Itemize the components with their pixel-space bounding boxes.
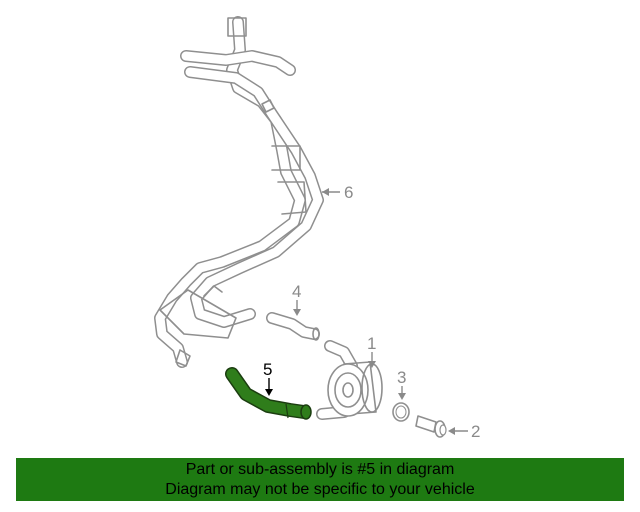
part-1-oil-cooler[interactable]	[316, 340, 383, 420]
part-2-bolt[interactable]	[415, 415, 447, 438]
callout-6-arrow	[322, 188, 329, 196]
callout-1-arrow	[368, 361, 376, 368]
callout-5-arrow	[265, 389, 273, 396]
callout-2-label: 2	[471, 422, 480, 441]
callout-2-arrow	[448, 427, 455, 435]
banner-line-1: Part or sub-assembly is #5 in diagram	[185, 461, 455, 478]
banner-line-2: Diagram may not be specific to your vehi…	[165, 481, 475, 498]
callout-4-label: 4	[292, 282, 301, 301]
callout-6-label: 6	[344, 183, 353, 202]
callout-3-label: 3	[397, 368, 406, 387]
part-4-hose[interactable]	[266, 312, 320, 341]
info-banner: Part or sub-assembly is #5 in diagram Di…	[16, 458, 624, 501]
part-6-cooler-tube-assembly[interactable]	[154, 16, 324, 368]
callout-1-label: 1	[367, 334, 376, 353]
callout-4-arrow	[293, 309, 301, 316]
part-3-o-ring[interactable]	[392, 402, 410, 422]
callout-5-label: 5	[263, 360, 272, 379]
callout-3-arrow	[398, 393, 406, 400]
part-5-hose-highlighted[interactable]	[225, 367, 312, 420]
